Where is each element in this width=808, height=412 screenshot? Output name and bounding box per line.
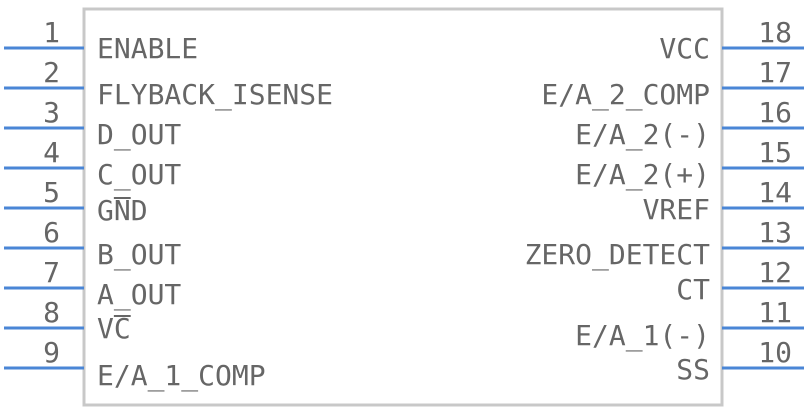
pin-label-c-out: C_OUT	[97, 158, 181, 192]
pin-16-number: 16	[758, 96, 792, 129]
pin-13-number: 13	[758, 216, 792, 249]
pin-10-number: 10	[758, 336, 792, 369]
pin-label-e-a-1: E/A_1(-)	[575, 319, 710, 353]
pin-17-number: 17	[758, 56, 792, 89]
pin-label-vcc: VCC	[659, 32, 710, 65]
pin-label-flyback-isense: FLYBACK_ISENSE	[97, 78, 333, 112]
pin-14-number: 14	[758, 176, 792, 209]
pin-label-enable: ENABLE	[97, 32, 198, 65]
pin-label-d-out: D_OUT	[97, 118, 181, 152]
pin-label-b-out: B_OUT	[97, 238, 181, 272]
pin-label-zero-detect: ZERO_DETECT	[525, 238, 711, 272]
pin-label-ss: SS	[676, 353, 710, 386]
pin-8-number: 8	[43, 296, 60, 329]
pin-15-number: 15	[758, 136, 792, 169]
right-pin-group: 18 VCC 17E/A_2_COMP 16E/A_2(-) 15E/A_2(+) 14V…	[525, 16, 804, 386]
pin-label-e-a-2: E/A_2(-)	[575, 118, 710, 152]
pin-3-number: 3	[43, 96, 60, 129]
pin-18-number: 18	[758, 16, 792, 49]
pin-7-number: 7	[43, 256, 60, 289]
pin-label-e-a-1-comp: E/A_1_COMP	[97, 359, 266, 393]
pin-label-e-a-2: E/A_2(+)	[575, 158, 710, 192]
pin-label-e-a-2-comp: E/A_2_COMP	[541, 78, 710, 112]
pin-1-number: 1	[43, 16, 60, 49]
pin-label-vc: VC	[97, 312, 131, 345]
pin-5-number: 5	[43, 176, 60, 209]
pin-label-a-out: A_OUT	[97, 278, 181, 312]
pin-9-number: 9	[43, 336, 60, 369]
pin-12-number: 12	[758, 256, 792, 289]
pin-6-number: 6	[43, 216, 60, 249]
pin-label-gnd: GND	[97, 194, 148, 227]
pin-label-vref: VREF	[643, 193, 710, 226]
pin-label-ct: CT	[676, 273, 710, 306]
ic-body	[82, 7, 724, 407]
pin-2-number: 2	[43, 56, 60, 89]
pin-11-number: 11	[758, 296, 792, 329]
pin-4-number: 4	[43, 136, 60, 169]
